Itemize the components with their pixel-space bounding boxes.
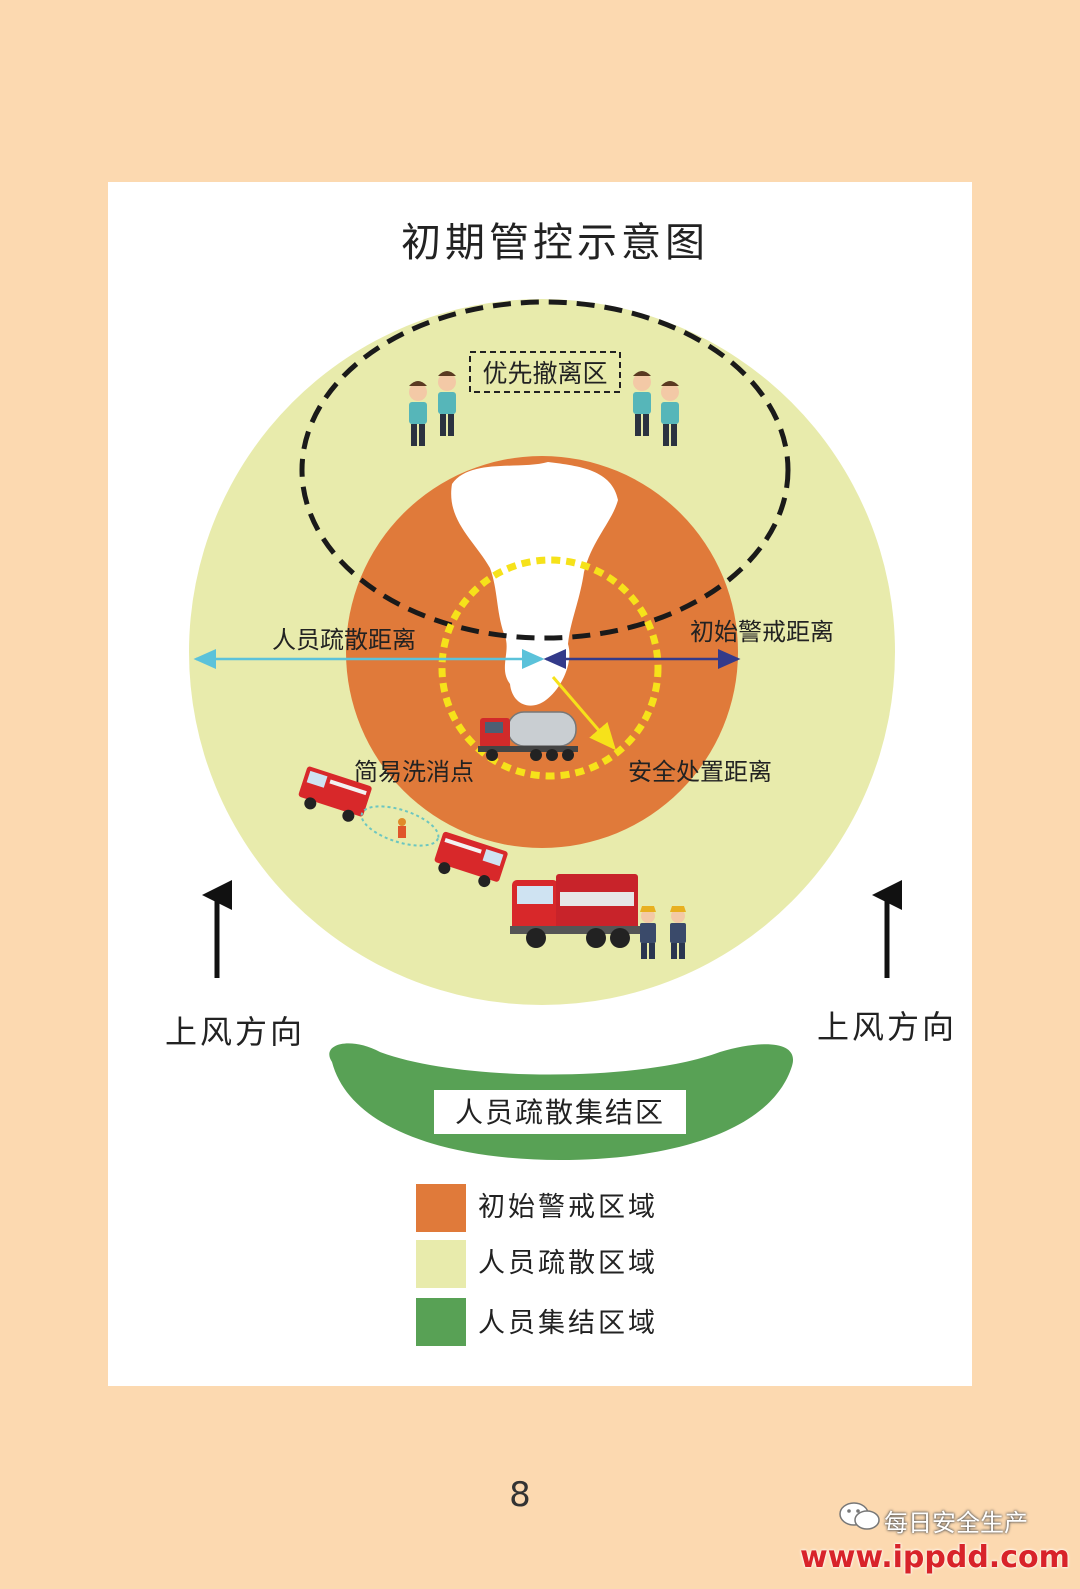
legend-swatch-evacuation: [416, 1240, 466, 1288]
legend-swatch-assembly: [416, 1298, 466, 1346]
evacuation-distance-label: 人员疏散距离: [272, 626, 416, 654]
priority-evacuation-ellipse: [299, 299, 791, 641]
evacuee-people-left-icon: [409, 371, 456, 446]
decon-point-label: 简易洗消点: [354, 758, 474, 786]
upwind-left-label: 上风方向: [165, 1013, 305, 1051]
tanker-truck-icon: [478, 711, 578, 761]
assembly-area-label-box: [434, 1090, 686, 1134]
watermark-account: 每日安全生产: [884, 1509, 1028, 1537]
legend-label-evacuation: 人员疏散区域: [478, 1248, 658, 1279]
decon-fire-truck-right-icon: [434, 831, 508, 888]
firefighters-icon: [640, 906, 686, 959]
page-number: 8: [509, 1475, 531, 1515]
fire-truck-icon: [510, 874, 640, 948]
smoke-plume: [451, 462, 618, 706]
legend-label-alert: 初始警戒区域: [478, 1192, 658, 1223]
safe-disposal-distance-arrow: [551, 676, 616, 751]
watermark-url: www.ippdd.com: [800, 1540, 1070, 1575]
decon-spray: [360, 805, 440, 847]
evacuee-people-right-icon: [633, 371, 679, 446]
initial-alert-distance-label: 初始警戒距离: [690, 618, 834, 646]
decon-fire-truck-left-icon: [298, 766, 372, 822]
legend: 初始警戒区域 人员疏散区域 人员集结区域: [416, 1184, 658, 1346]
priority-zone-label-box: [469, 351, 621, 393]
priority-zone-label: 优先撤离区: [482, 359, 607, 388]
diagram-title: 初期管控示意图: [401, 220, 709, 266]
upwind-right-label: 上风方向: [817, 1008, 957, 1046]
legend-label-assembly: 人员集结区域: [478, 1308, 658, 1339]
decon-person-icon: [398, 818, 406, 838]
legend-swatch-alert: [416, 1184, 466, 1232]
wechat-icon: [839, 1502, 880, 1530]
safe-disposal-distance-label: 安全处置距离: [628, 758, 772, 786]
assembly-area-label: 人员疏散集结区: [455, 1096, 665, 1129]
